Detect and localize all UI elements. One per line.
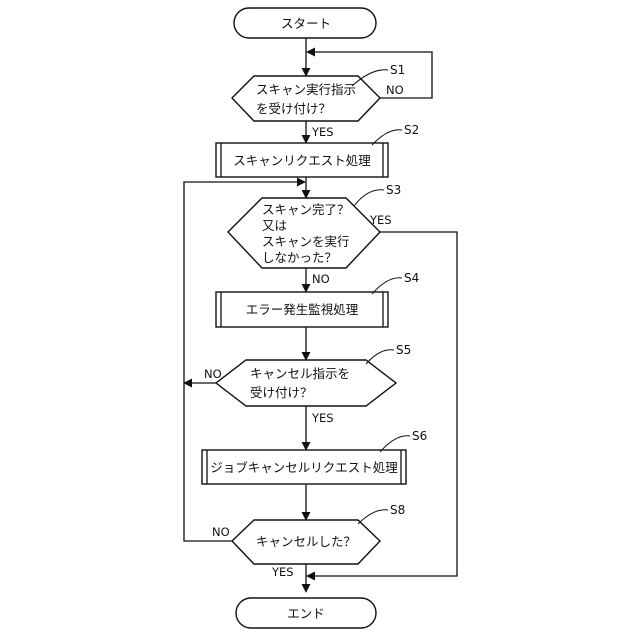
s1-label-line1: スキャン実行指示 — [256, 82, 356, 97]
s8-decision: キャンセルした？ — [232, 520, 380, 564]
step-label-s6: S6 — [412, 429, 427, 443]
step-label-s1: S1 — [390, 63, 405, 77]
end-node: エンド — [236, 598, 376, 628]
start-label: スタート — [281, 16, 331, 31]
s2-label: スキャンリクエスト処理 — [233, 153, 371, 168]
s1-label-line2: を受け付け？ — [256, 101, 331, 116]
s8-label: キャンセルした？ — [256, 534, 356, 549]
s5-no-label: NO — [204, 367, 222, 381]
s5-decision: キャンセル指示を 受け付け？ — [216, 360, 396, 406]
step-label-s8: S8 — [390, 503, 405, 517]
start-node: スタート — [234, 8, 376, 38]
s6-label: ジョブキャンセルリクエスト処理 — [210, 460, 398, 475]
s3-label-line1: スキャン完了？ — [262, 202, 350, 217]
step-label-s4: S4 — [404, 271, 419, 285]
s1-yes-label: YES — [311, 125, 334, 139]
end-label: エンド — [287, 606, 325, 621]
s4-label: エラー発生監視処理 — [246, 302, 359, 317]
s3-decision: スキャン完了？ 又は スキャンを実行 しなかった？ — [228, 198, 380, 268]
s3-label-line4: しなかった？ — [262, 250, 337, 265]
s5-label-line1: キャンセル指示を — [250, 366, 350, 381]
s4-process: エラー発生監視処理 — [216, 292, 388, 327]
s3-yes-label: YES — [369, 213, 392, 227]
s3-label-line3: スキャンを実行 — [262, 234, 350, 249]
s3-label-line2: 又は — [262, 218, 287, 233]
s8-yes-label: YES — [271, 565, 294, 579]
s5-label-line2: 受け付け？ — [250, 385, 313, 400]
step-label-s5: S5 — [396, 343, 411, 357]
s5-yes-label: YES — [311, 411, 334, 425]
step-label-s2: S2 — [404, 123, 419, 137]
s8-no-label: NO — [212, 525, 230, 539]
s3-no-label: NO — [312, 272, 330, 286]
s6-process: ジョブキャンセルリクエスト処理 — [202, 450, 406, 484]
s1-no-label: NO — [386, 83, 404, 97]
step-label-s3: S3 — [386, 183, 401, 197]
s2-process: スキャンリクエスト処理 — [216, 143, 388, 177]
s1-decision: スキャン実行指示 を受け付け？ — [232, 76, 380, 121]
